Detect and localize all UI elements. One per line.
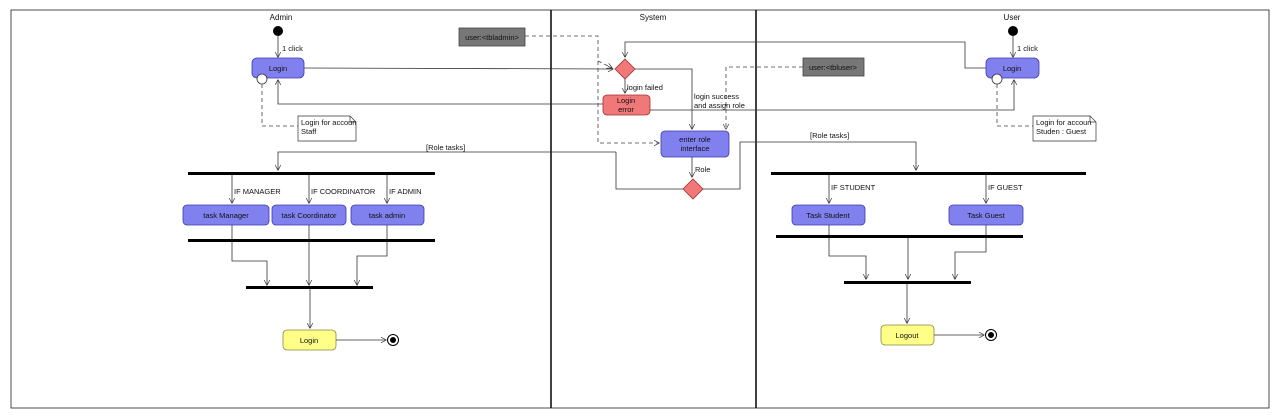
task-manager-action[interactable]: task Manager	[182, 204, 270, 226]
edge-error-to-admin-login	[278, 80, 603, 105]
guard-if-admin: IF ADMIN	[389, 187, 422, 196]
svg-text:error: error	[618, 105, 634, 114]
task-student-action[interactable]: Task Student	[791, 204, 866, 226]
user-login-port	[991, 73, 1003, 85]
svg-text:task Coordinator: task Coordinator	[281, 211, 337, 220]
svg-text:Task Guest: Task Guest	[967, 211, 1005, 220]
svg-text:task Manager: task Manager	[203, 211, 249, 220]
lane-header-user: User	[1004, 13, 1021, 22]
role-label: Role	[695, 165, 710, 174]
object-tbluser: user:<tbluser>	[802, 57, 865, 77]
login-decision[interactable]	[614, 58, 636, 80]
admin-note: Login for accoun Staff	[297, 115, 356, 142]
login-success-label-2: and assign role	[694, 101, 745, 110]
admin-join-bar	[188, 239, 435, 242]
svg-text:Studen : Guest: Studen : Guest	[1036, 127, 1087, 136]
admin-login-port	[256, 73, 268, 85]
svg-text:Logout: Logout	[896, 331, 920, 340]
svg-text:Login: Login	[269, 64, 287, 73]
lane-header-admin: Admin	[270, 13, 293, 22]
guard-if-manager: IF MANAGER	[234, 187, 281, 196]
task-coordinator-action[interactable]: task Coordinator	[271, 204, 347, 226]
login-error-action[interactable]: Login error	[602, 94, 651, 116]
edge-error-to-user-login	[650, 80, 1014, 111]
dash-tbluser-to-role	[726, 66, 803, 129]
enter-role-interface-action[interactable]: enter role interface	[660, 130, 730, 158]
svg-text:Task Student: Task Student	[806, 211, 850, 220]
admin-initial-node[interactable]	[273, 26, 283, 36]
edge-login-success	[635, 68, 692, 129]
admin-fork-bar	[188, 172, 435, 175]
svg-text:Login for accoun: Login for accoun	[301, 118, 356, 127]
user-final-join-bar	[844, 281, 971, 284]
role-tasks-label-right: [Role tasks]	[810, 131, 849, 140]
edge-role-to-user	[703, 141, 916, 190]
svg-text:enter role: enter role	[679, 135, 711, 144]
svg-text:Login for accoun: Login for accoun	[1036, 118, 1091, 127]
role-tasks-label-left: [Role tasks]	[426, 143, 465, 152]
guard-if-guest: IF GUEST	[988, 183, 1023, 192]
login-failed-label: login failed	[627, 83, 663, 92]
user-login-action[interactable]: Login	[985, 57, 1040, 79]
admin-final-login-action[interactable]: Login	[282, 329, 337, 351]
svg-text:interface: interface	[681, 144, 710, 153]
logout-action[interactable]: Logout	[880, 324, 935, 346]
dash-tbladmin-to-decision	[525, 35, 612, 68]
login-success-label-1: login success	[694, 92, 739, 101]
svg-text:task admin: task admin	[369, 211, 405, 220]
guard-if-coordinator: IF COORDINATOR	[311, 187, 376, 196]
user-fork-bar	[771, 172, 1086, 175]
task-admin-action[interactable]: task admin	[350, 204, 425, 226]
dash-tbladmin-to-role	[597, 61, 659, 143]
edge-admin-login-to-decision	[303, 68, 613, 69]
object-tbladmin: user:<tbladmin>	[458, 27, 526, 47]
svg-text:Login: Login	[300, 336, 318, 345]
svg-text:Staff: Staff	[301, 127, 317, 136]
edge-role-tasks-admin	[278, 151, 616, 170]
role-decision[interactable]	[682, 178, 704, 200]
svg-text:user:<tbluser>: user:<tbluser>	[809, 63, 858, 72]
guard-if-student: IF STUDENT	[831, 183, 876, 192]
lane-header-system: System	[640, 13, 667, 22]
diagram-frame	[10, 9, 1270, 409]
user-initial-node[interactable]	[1008, 26, 1018, 36]
svg-text:Login: Login	[617, 96, 635, 105]
edge-user-login-to-decision	[625, 41, 986, 69]
task-guest-action[interactable]: Task Guest	[948, 204, 1024, 226]
svg-text:Login: Login	[1003, 64, 1021, 73]
admin-click-label: 1 click	[282, 44, 303, 53]
user-note: Login for accoun Studen : Guest	[1032, 115, 1097, 142]
user-final-node	[985, 329, 997, 341]
svg-text:user:<tbladmin>: user:<tbladmin>	[465, 33, 519, 42]
admin-final-join-bar	[246, 286, 373, 289]
user-join-bar	[776, 235, 1023, 238]
admin-final-node	[387, 334, 399, 346]
user-click-label: 1 click	[1017, 44, 1038, 53]
edge-role-to-left	[615, 152, 683, 190]
